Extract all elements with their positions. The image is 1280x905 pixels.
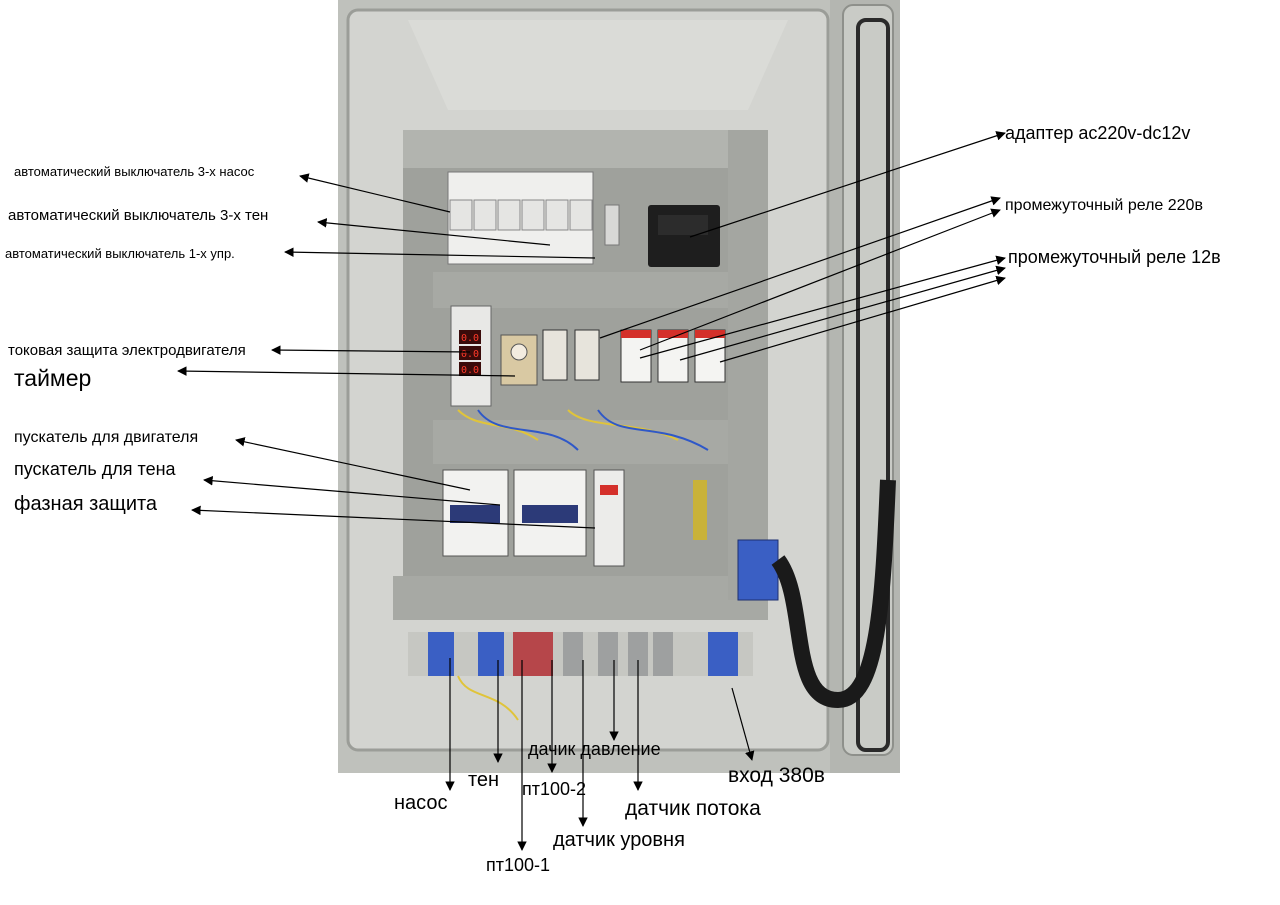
label-pt100-2: пт100-2 — [522, 779, 587, 799]
label-timer: таймер — [14, 365, 92, 391]
label-starter-motor: пускатель для двигателя — [14, 429, 199, 446]
display-readout-1: 0.0 — [461, 333, 479, 344]
display-readout-3: 0.0 — [461, 365, 479, 376]
label-breaker-heater: автоматический выключатель 3-х тен — [8, 207, 269, 224]
control-cabinet-photo: 0.0 0.0 0.0 — [338, 0, 900, 773]
label-pressure-sensor: дачик давление — [528, 739, 661, 759]
label-flow-sensor: датчик потока — [625, 797, 761, 820]
leader-breaker-pump — [299, 173, 451, 213]
label-starter-heater: пускатель для тена — [14, 459, 176, 479]
label-level-sensor: датчик уровня — [553, 829, 685, 851]
label-relay-220: промежуточный реле 220в — [1005, 197, 1203, 214]
leader-relay-220-a — [599, 196, 1001, 339]
leader-starter-motor — [235, 437, 471, 491]
leader-adapter — [689, 131, 1006, 238]
label-motor-protection: токовая защита электродвигателя — [8, 342, 246, 359]
label-heater: тен — [468, 769, 500, 791]
leader-breaker-heater — [317, 218, 551, 246]
label-input-380: вход 380в — [728, 764, 825, 787]
display-readout-2: 0.0 — [461, 349, 479, 360]
label-relay-12: промежуточный реле 12в — [1008, 247, 1221, 267]
label-adapter: адаптер ac220v-dc12v — [1005, 123, 1191, 143]
leader-relay-12-b — [679, 265, 1006, 361]
leader-breaker-control — [284, 247, 596, 259]
label-breaker-pump: автоматический выключатель 3-х насос — [14, 164, 255, 179]
leader-relay-220-b — [639, 208, 1001, 351]
label-phase-protection: фазная защита — [14, 493, 158, 515]
leader-phase-protection — [191, 505, 596, 529]
leader-starter-heater — [203, 475, 501, 506]
leader-timer — [177, 366, 516, 377]
leader-input-380 — [731, 687, 755, 761]
leader-relay-12-a — [639, 255, 1006, 359]
leader-motor-protection — [271, 345, 471, 355]
leader-relay-12-c — [719, 275, 1006, 363]
label-pt100-1: пт100-1 — [486, 855, 551, 875]
label-pump: насос — [394, 792, 448, 814]
label-breaker-control: автоматический выключатель 1-х упр. — [5, 246, 235, 261]
